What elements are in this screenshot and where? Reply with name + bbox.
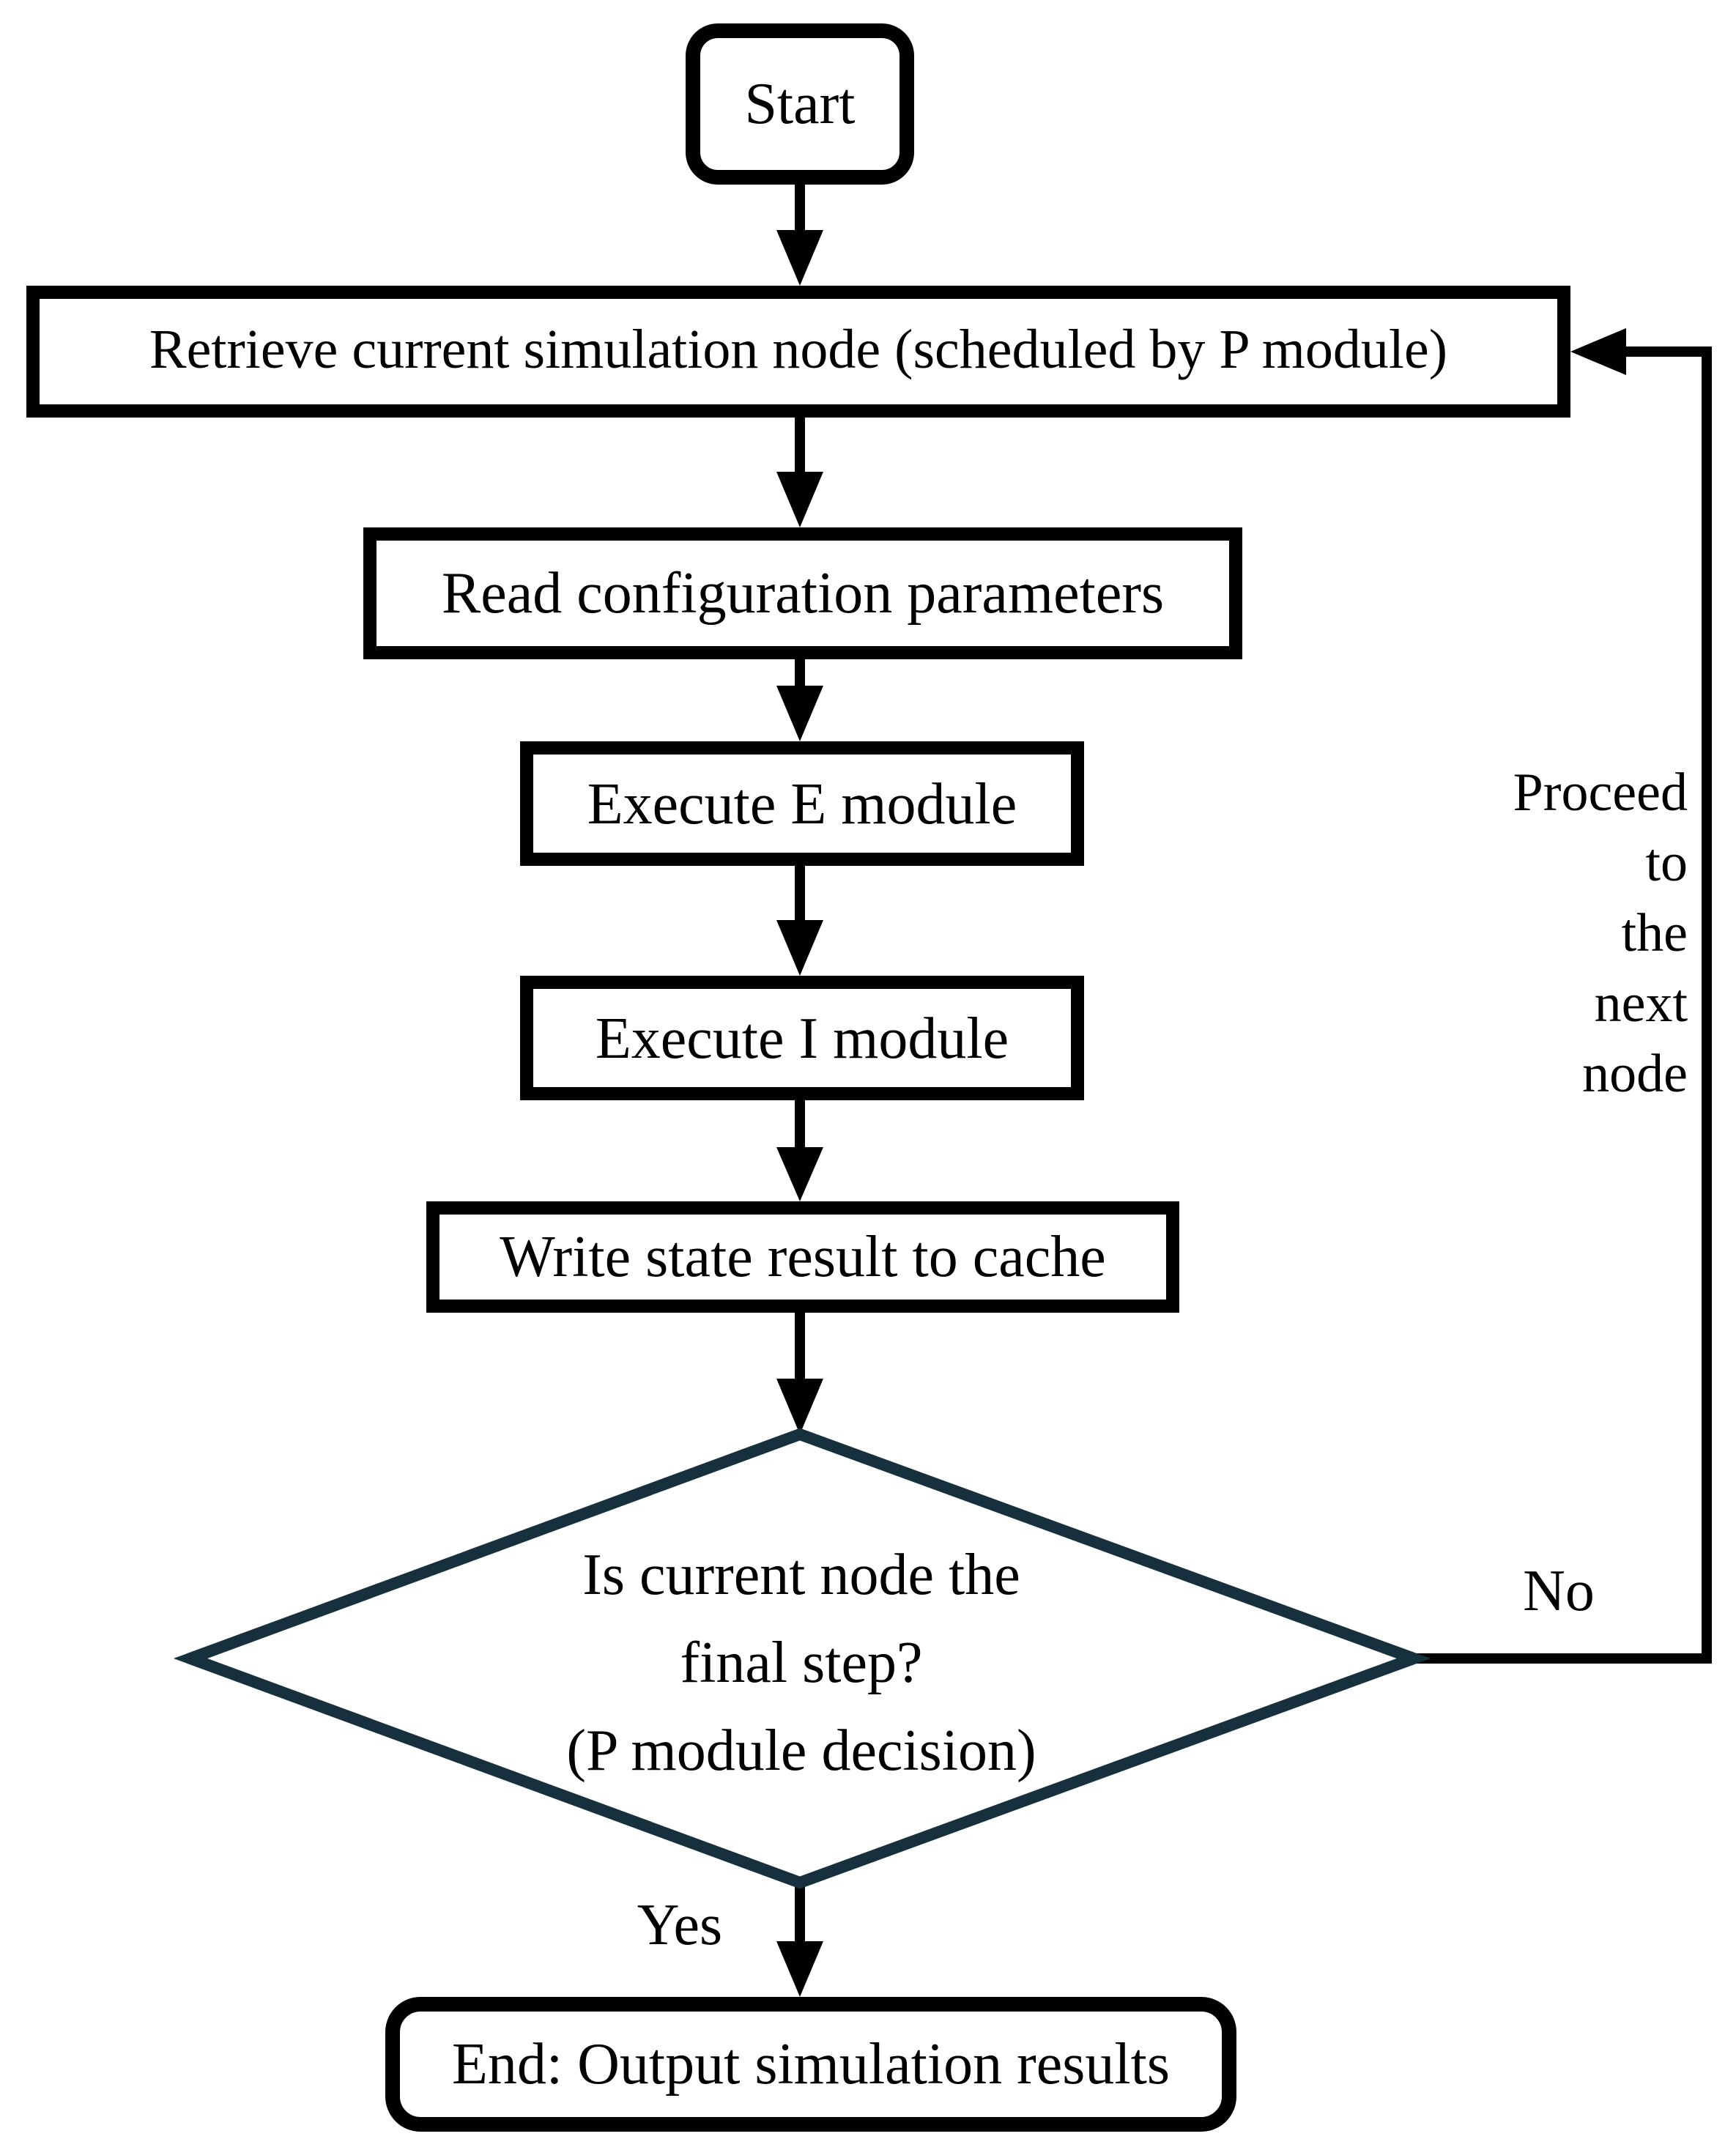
arrow-left-icon <box>1570 328 1626 375</box>
loop-back-label: Proceed to the next node <box>1513 763 1688 1105</box>
loop-back-line <box>1403 346 1712 1664</box>
end-node-label: End: Output simulation results <box>452 2031 1170 2097</box>
end-node: End: Output simulation results <box>385 1997 1236 2132</box>
retrieve-node-label: Retrieve current simulation node (schedu… <box>149 319 1448 382</box>
arrow-down-icon <box>776 686 823 741</box>
start-node: Start <box>686 23 914 185</box>
decision-node-label: Is current node the final step? (P modul… <box>566 1541 1036 1783</box>
read-config-node-label: Read configuration parameters <box>441 560 1165 626</box>
retrieve-node: Retrieve current simulation node (schedu… <box>26 286 1570 418</box>
arrow-down-icon <box>776 230 823 286</box>
decision-node-text: Is current node the final step? (P modul… <box>362 1524 1241 1802</box>
execute-e-module-node: Execute E module <box>520 741 1084 866</box>
start-node-label: Start <box>744 70 856 136</box>
arrow-down-icon <box>776 1941 823 1997</box>
no-branch-label: No <box>1523 1557 1595 1623</box>
execute-i-module-node: Execute I module <box>520 976 1084 1100</box>
execute-i-module-label: Execute I module <box>595 1004 1009 1070</box>
arrow-down-icon <box>776 920 823 976</box>
arrow-down-icon <box>776 1147 823 1201</box>
arrow-down-icon <box>776 472 823 527</box>
read-config-node: Read configuration parameters <box>363 527 1242 659</box>
arrow-down-icon <box>776 1379 823 1434</box>
decision-diamond <box>173 1428 1431 1889</box>
yes-branch-label: Yes <box>637 1891 723 1957</box>
write-cache-node: Write state result to cache <box>426 1201 1179 1313</box>
execute-e-module-label: Execute E module <box>587 770 1017 836</box>
write-cache-node-label: Write state result to cache <box>500 1223 1106 1289</box>
arrowheads <box>776 230 1626 1997</box>
